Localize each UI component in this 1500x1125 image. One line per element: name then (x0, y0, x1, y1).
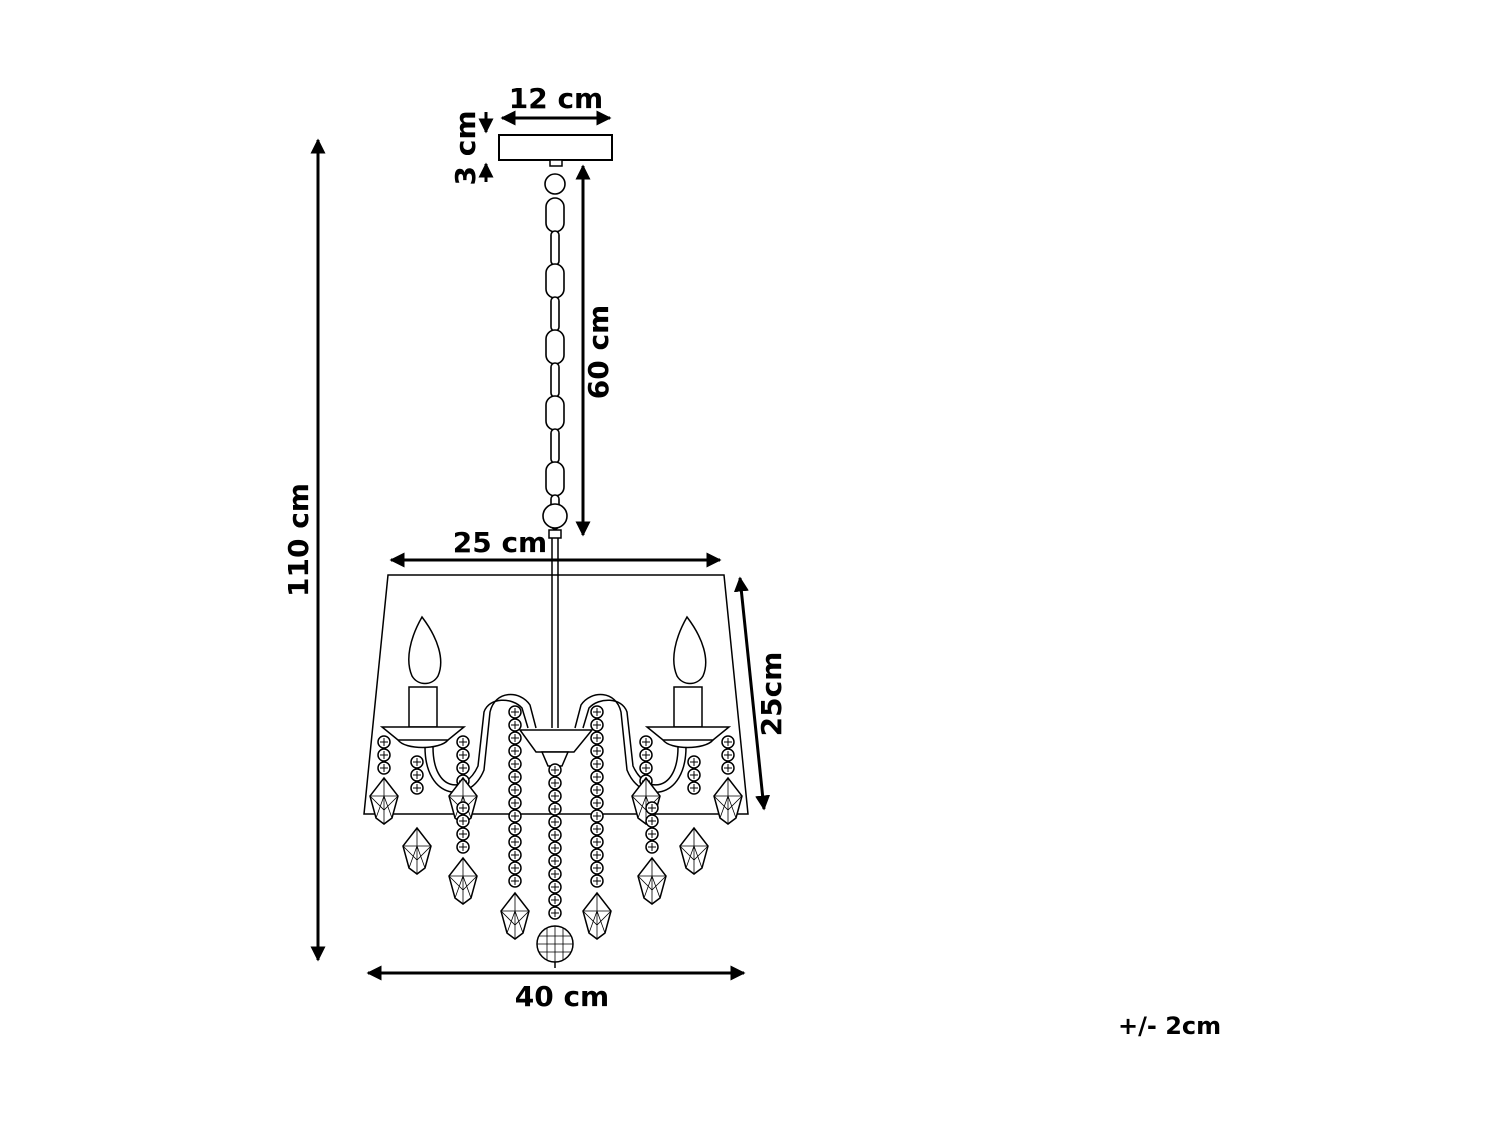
shade-height-arrow (733, 576, 771, 811)
crystal-drop (679, 827, 709, 875)
crystal-bead (508, 796, 522, 810)
crystal-bead (721, 748, 735, 762)
crystal-bead (590, 848, 604, 862)
crystal-bead (410, 768, 424, 782)
crystal-bead (456, 814, 470, 828)
tolerance-note: +/- 2cm (1118, 1012, 1222, 1040)
crystal-drop (500, 892, 530, 940)
crystal-bead (645, 814, 659, 828)
canopy-height-label: 3 cm (449, 110, 482, 185)
crystal-bead (508, 848, 522, 862)
arms (424, 693, 687, 794)
crystal-bead (508, 744, 522, 758)
crystal-bead (590, 731, 604, 745)
crystal-bead (456, 748, 470, 762)
canopy-width-label: 12 cm (509, 82, 604, 115)
crystal-drop (448, 857, 478, 905)
crystal-bead (590, 822, 604, 836)
crystal-bead (687, 768, 701, 782)
crystal-bead (456, 827, 470, 841)
crystal-bead (548, 880, 562, 894)
crystal-drop (637, 857, 667, 905)
crystal-bead (590, 796, 604, 810)
crystal-bead (508, 822, 522, 836)
dimension-lines (310, 110, 771, 981)
crystal-bead (410, 755, 424, 769)
crystal-bead (590, 861, 604, 875)
crystal-bead (721, 761, 735, 775)
center-body (518, 729, 594, 753)
crystal-bead (639, 761, 653, 775)
shade-top-label: 25 cm (453, 526, 548, 559)
crystal-bead (548, 789, 562, 803)
crystal-bead (410, 781, 424, 795)
lamp-shade (363, 574, 749, 815)
crystal-bead (548, 854, 562, 868)
crystal-bead (456, 840, 470, 854)
overall-width-label: 40 cm (515, 980, 610, 1013)
crystal-bead (590, 744, 604, 758)
crystal-bead (548, 841, 562, 855)
crystal-drop (402, 827, 432, 875)
crystal-bead (687, 755, 701, 769)
crystal-bead (548, 828, 562, 842)
crystal-bead (508, 705, 522, 719)
crystal-drop (713, 777, 743, 825)
crystal-bead (590, 770, 604, 784)
crystal-bead (508, 757, 522, 771)
crystal-bead (508, 770, 522, 784)
crystal-bead (508, 835, 522, 849)
crystal-bead (645, 840, 659, 854)
crystal-bead (639, 735, 653, 749)
crystal-bead (548, 906, 562, 920)
crystal-bead (590, 783, 604, 797)
crystal-bead (590, 835, 604, 849)
total-height-label: 110 cm (282, 483, 315, 597)
crystal-bead (645, 801, 659, 815)
crystal-drop (582, 892, 612, 940)
crystal-bead (590, 757, 604, 771)
shade-height-label: 25cm (755, 652, 788, 737)
crystal-bead (508, 783, 522, 797)
crystal-bead (548, 867, 562, 881)
crystal-bead (639, 748, 653, 762)
chandelier-illustration (363, 134, 749, 968)
chain-length-label: 60 cm (582, 305, 615, 400)
crystal-bead (687, 781, 701, 795)
crystal-bead (548, 815, 562, 829)
crystal-bead (590, 874, 604, 888)
right-candle (644, 615, 732, 749)
crystal-bead (377, 748, 391, 762)
crystal-bead (456, 801, 470, 815)
crystal-bead (590, 718, 604, 732)
left-candle (379, 615, 467, 749)
crystal-bead (645, 827, 659, 841)
chain (542, 173, 568, 530)
crystal-bead (548, 893, 562, 907)
ball-crystal (536, 925, 574, 968)
crystal-bead (508, 809, 522, 823)
crystal-bead (456, 761, 470, 775)
crystal-bead (456, 735, 470, 749)
crystal-bead (508, 718, 522, 732)
crystal-drop (369, 777, 399, 825)
ceiling-canopy (498, 134, 613, 161)
crystal-bead (508, 731, 522, 745)
crystal-bead (721, 735, 735, 749)
crystal-bead (377, 735, 391, 749)
crystal-bead (548, 776, 562, 790)
crystal-bead (377, 761, 391, 775)
crystal-bead (508, 874, 522, 888)
crystal-bead (548, 802, 562, 816)
center-rod (548, 529, 562, 539)
crystal-bead (590, 809, 604, 823)
crystal-bead (548, 763, 562, 777)
crystal-bead (590, 705, 604, 719)
crystal-bead (508, 861, 522, 875)
